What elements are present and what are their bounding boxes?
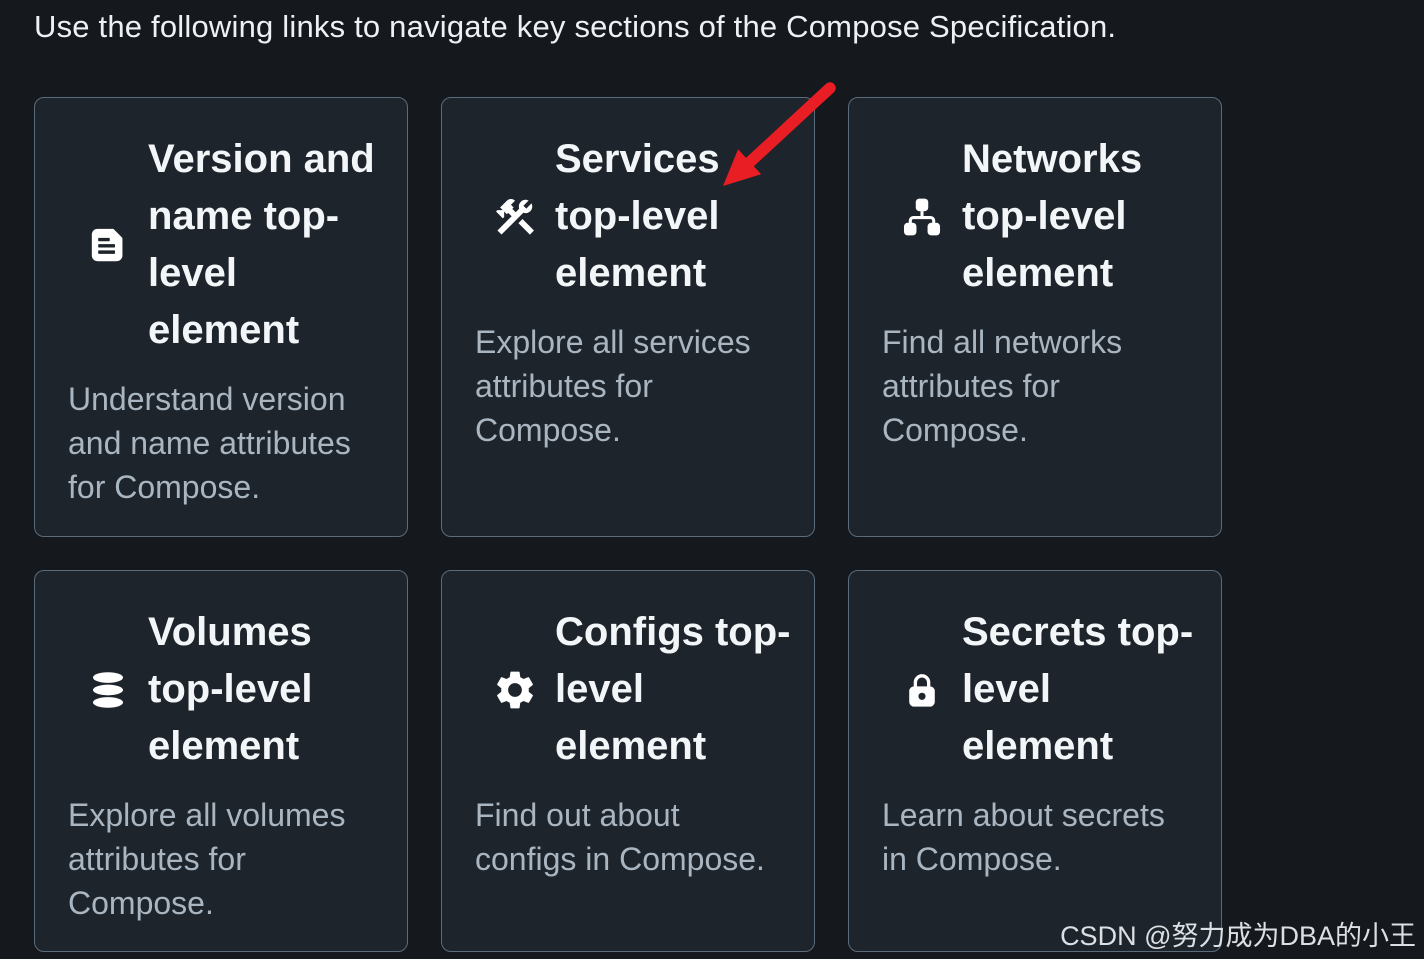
card-header: Configs top- level element xyxy=(475,604,794,775)
card-title: Services top-level element xyxy=(555,137,720,295)
card-grid: Version and name top- level element Unde… xyxy=(34,97,1222,952)
card-configs[interactable]: Configs top- level element Find out abou… xyxy=(441,570,815,952)
card-title: Configs top- level element xyxy=(555,610,791,768)
card-version-and-name[interactable]: Version and name top- level element Unde… xyxy=(34,97,408,537)
card-description: Find all networks attributes for Compose… xyxy=(882,324,1123,448)
card-header: Networks top-level element xyxy=(882,131,1201,302)
card-title: Volumes top-level element xyxy=(148,610,313,768)
card-description: Explore all services attributes for Comp… xyxy=(475,324,751,448)
card-description: Find out about configs in Compose. xyxy=(475,797,765,877)
database-icon xyxy=(68,668,148,712)
card-header: Volumes top-level element xyxy=(68,604,387,775)
card-title: Networks top-level element xyxy=(962,137,1143,295)
gear-icon xyxy=(475,667,555,713)
card-description: Explore all volumes attributes for Compo… xyxy=(68,797,346,921)
card-header: Version and name top- level element xyxy=(68,131,387,359)
card-volumes[interactable]: Volumes top-level element Explore all vo… xyxy=(34,570,408,952)
lock-icon xyxy=(882,667,962,713)
card-networks[interactable]: Networks top-level element Find all netw… xyxy=(848,97,1222,537)
card-services[interactable]: Services top-level element Explore all s… xyxy=(441,97,815,537)
card-title: Version and name top- level element xyxy=(148,137,375,352)
card-header: Services top-level element xyxy=(475,131,794,302)
tools-icon xyxy=(475,194,555,240)
card-description: Understand version and name attributes f… xyxy=(68,381,351,505)
watermark: CSDN @努力成为DBA的小王 xyxy=(1060,921,1416,951)
card-header: Secrets top- level element xyxy=(882,604,1201,775)
card-title: Secrets top- level element xyxy=(962,610,1194,768)
card-secrets[interactable]: Secrets top- level element Learn about s… xyxy=(848,570,1222,952)
intro-text: Use the following links to navigate key … xyxy=(34,9,1117,44)
card-description: Learn about secrets in Compose. xyxy=(882,797,1165,877)
network-tree-icon xyxy=(882,194,962,240)
document-icon xyxy=(68,224,148,266)
